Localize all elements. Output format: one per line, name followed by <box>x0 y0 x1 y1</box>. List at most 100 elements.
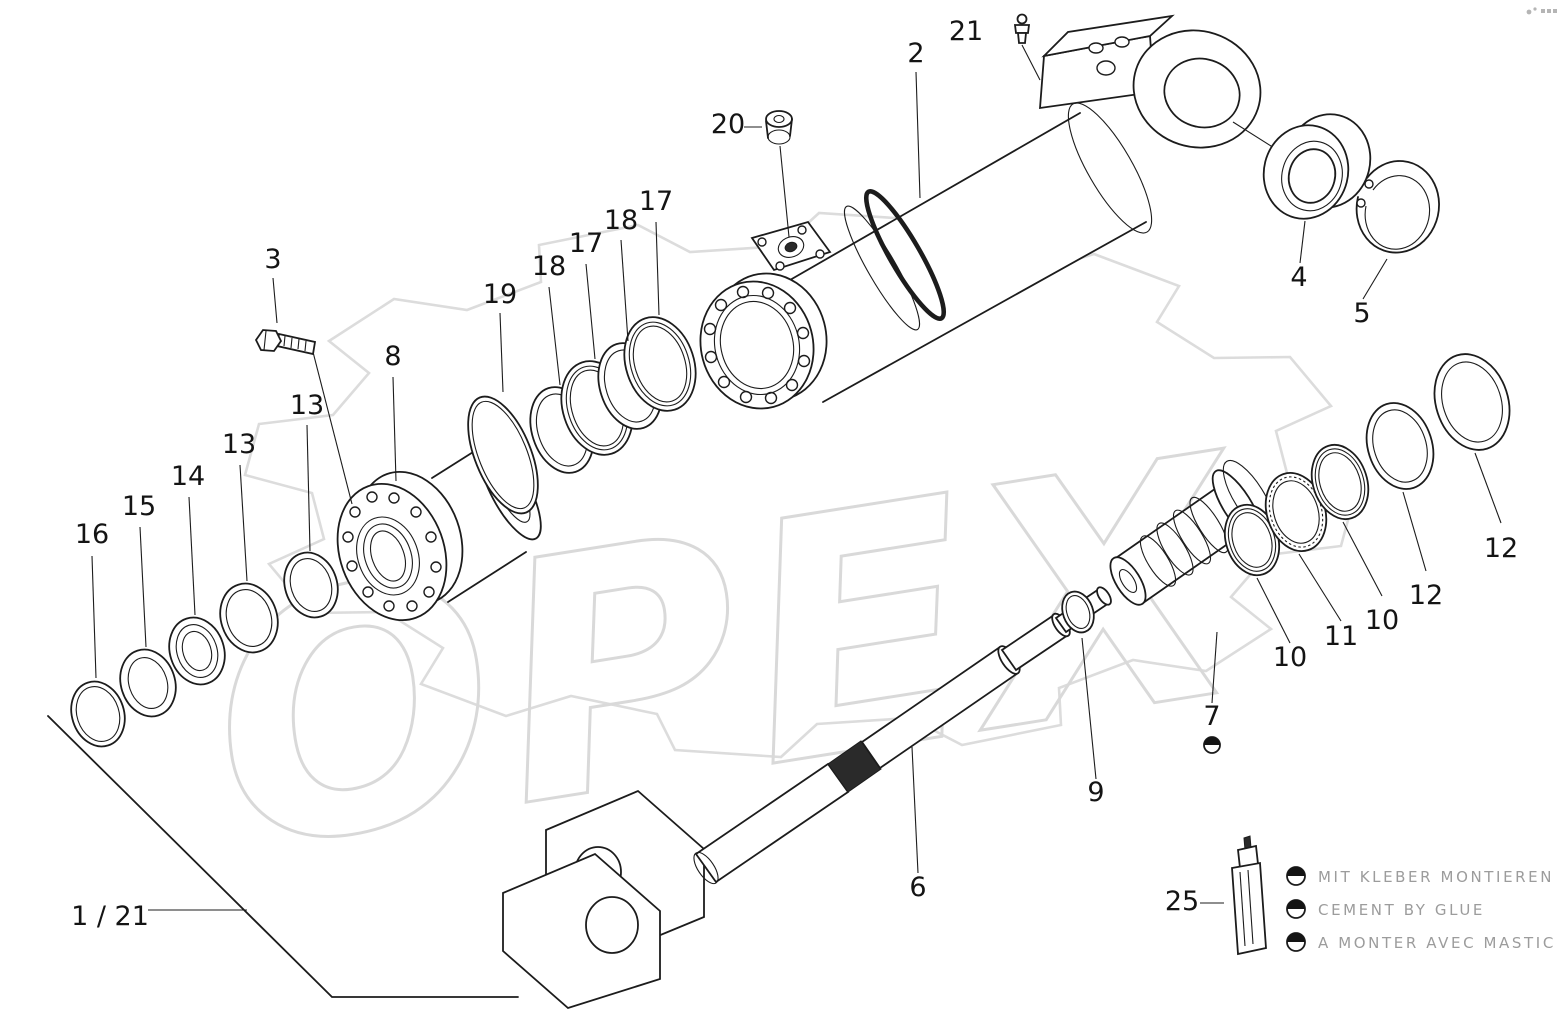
leader-line <box>188 496 196 616</box>
piston-grooves <box>1139 496 1229 587</box>
bushing-bore <box>1287 148 1337 204</box>
callout-12a: 12 <box>1402 491 1443 611</box>
part-ring-15 <box>119 648 177 718</box>
part-ring-12b <box>1433 353 1511 451</box>
callout-11: 11 <box>1298 553 1358 652</box>
leader-line <box>499 312 504 393</box>
legend-row-3: A MONTER AVEC MASTIC <box>1286 932 1553 952</box>
svg-text:2: 2 <box>907 38 924 69</box>
head-block <box>1039 14 1175 110</box>
part-oring-19 <box>467 395 539 515</box>
callout-9: 9 <box>1081 637 1105 808</box>
callout-2: 2 <box>907 38 925 199</box>
callout-10b: 10 <box>1342 521 1399 636</box>
callout-18b: 18 <box>604 205 638 342</box>
corner-marks <box>1526 7 1557 15</box>
svg-text:17: 17 <box>569 228 603 259</box>
rod-tip-end <box>1096 586 1112 606</box>
svg-text:17: 17 <box>639 186 673 217</box>
rod-base-section <box>693 851 719 885</box>
glue-mark-icon <box>1286 899 1306 919</box>
callout-13b: 13 <box>222 429 256 582</box>
leader-line <box>1299 220 1306 264</box>
callout-4: 4 <box>1290 220 1308 293</box>
svg-text:10: 10 <box>1273 642 1307 673</box>
glue-mark-icon-piston <box>1203 736 1221 754</box>
part-seal-14 <box>168 616 226 686</box>
svg-text:10: 10 <box>1365 605 1399 636</box>
leader-line <box>915 71 921 199</box>
port-flange <box>750 220 832 272</box>
gland-bore-thread <box>369 530 407 582</box>
svg-text:3: 3 <box>264 244 281 275</box>
svg-text:13: 13 <box>290 390 324 421</box>
group-label: 1 / 21 <box>71 901 149 932</box>
svg-text:12: 12 <box>1409 580 1443 611</box>
callout-15: 15 <box>122 491 156 648</box>
part-eye-bushing <box>1262 113 1372 220</box>
rod-eye <box>1132 29 1262 149</box>
group-frame <box>47 715 519 998</box>
fitting-leader <box>1021 44 1041 81</box>
gland-bore-mid <box>363 523 413 589</box>
piston-left-face <box>1109 556 1147 606</box>
callout-17a: 17 <box>569 228 603 360</box>
callout-16: 16 <box>75 519 109 679</box>
leader-line <box>1474 452 1502 524</box>
svg-text:25: 25 <box>1165 886 1199 917</box>
rod-thread-band <box>827 740 882 793</box>
leader-line <box>1256 577 1291 644</box>
svg-text:12: 12 <box>1484 533 1518 564</box>
leader-line <box>1402 491 1427 572</box>
part-ring-12a <box>1365 402 1435 490</box>
tube-top-edge <box>789 112 1081 281</box>
callout-19: 19 <box>483 279 517 393</box>
callout-3: 3 <box>264 244 282 324</box>
clevis-front-hole <box>585 896 639 954</box>
leader-line <box>392 376 397 482</box>
callout-6: 6 <box>909 746 927 903</box>
bushing-sphere <box>1281 140 1343 212</box>
clevis-front-prong <box>502 852 661 1010</box>
watermark-gear <box>243 211 1357 759</box>
eye-bore <box>1163 57 1241 129</box>
callout-18a: 18 <box>532 251 566 386</box>
part-oring-9 <box>1061 590 1095 634</box>
leader-line <box>620 239 629 342</box>
callout-1-21: 1 / 21 <box>71 901 149 932</box>
tube-bottom-edge <box>822 221 1147 403</box>
weld-band <box>863 189 947 321</box>
part-cylinder-tube <box>699 14 1291 410</box>
weld-band-edge <box>843 205 921 331</box>
callout-25: 25 <box>1165 886 1224 917</box>
plug-assembly-line <box>779 145 790 238</box>
legend-text-english: CEMENT BY GLUE <box>1318 901 1485 919</box>
svg-text:7: 7 <box>1203 701 1220 732</box>
part-grease-fitting <box>1013 13 1041 81</box>
callout-13a: 13 <box>290 390 324 552</box>
leader-line <box>911 746 919 874</box>
piston-body <box>1113 484 1252 603</box>
svg-text:21: 21 <box>949 16 983 47</box>
glue-mark-icon <box>1286 932 1306 952</box>
svg-text:20: 20 <box>711 109 745 140</box>
tube-body <box>790 113 1146 402</box>
leader-line <box>1211 631 1218 704</box>
callout-14: 14 <box>171 461 205 616</box>
callout-21: 21 <box>949 16 983 47</box>
flange-bore-inner <box>719 300 795 390</box>
callouts: 1 / 21 2 3 4 5 6 7 9 <box>71 16 1518 932</box>
svg-text:11: 11 <box>1324 621 1358 652</box>
leader-line <box>272 277 278 324</box>
callout-7: 7 <box>1203 631 1221 732</box>
part-ring-13a <box>283 551 339 619</box>
glue-mark-icon <box>1286 866 1306 886</box>
part-bolt <box>254 329 353 505</box>
svg-text:18: 18 <box>532 251 566 282</box>
svg-text:15: 15 <box>122 491 156 522</box>
svg-text:6: 6 <box>909 872 926 903</box>
part-plug <box>765 110 793 238</box>
leader-line <box>1362 258 1388 300</box>
